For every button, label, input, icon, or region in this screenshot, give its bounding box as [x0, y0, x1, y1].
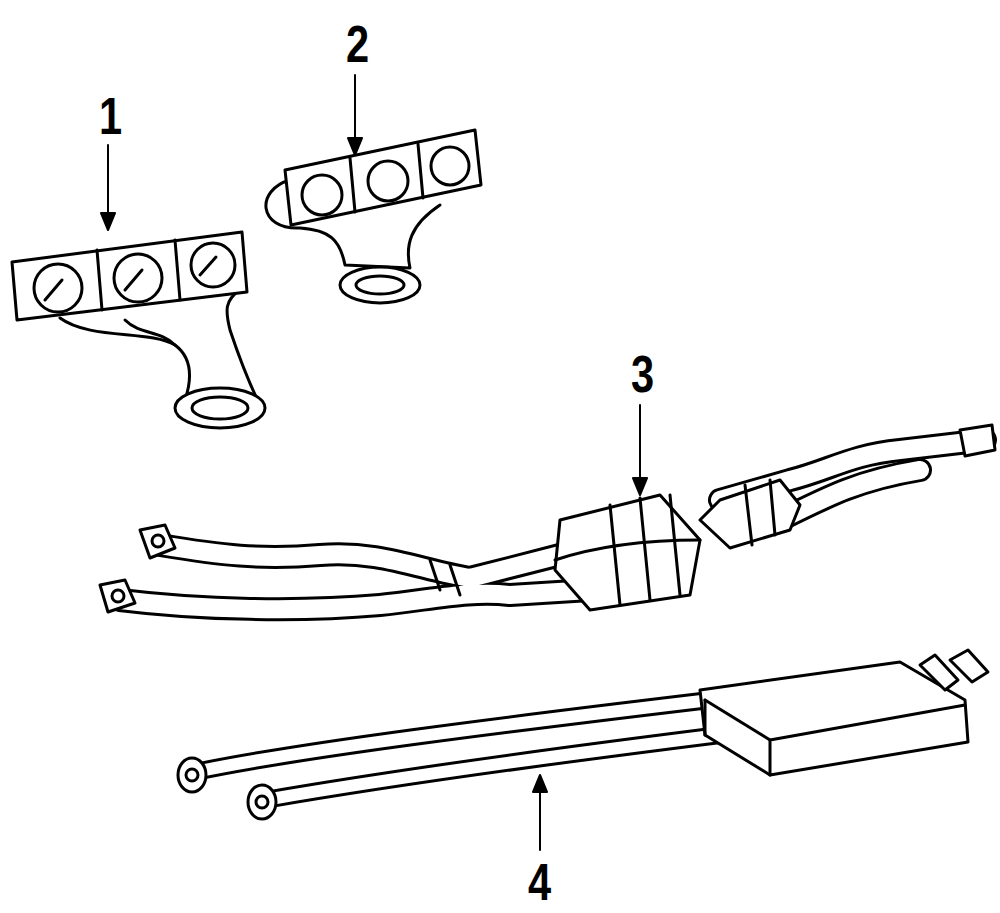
callout-number: 1 [99, 90, 122, 142]
callout-number: 4 [528, 856, 551, 908]
exhaust-manifold-left [12, 232, 265, 428]
converter-pipe-assembly [100, 425, 995, 612]
muffler-pipe-assembly [178, 650, 988, 819]
leader-arrows [101, 75, 647, 850]
exhaust-manifold-right [266, 130, 481, 303]
callout-number: 3 [631, 348, 654, 400]
callout-number: 2 [346, 18, 369, 70]
